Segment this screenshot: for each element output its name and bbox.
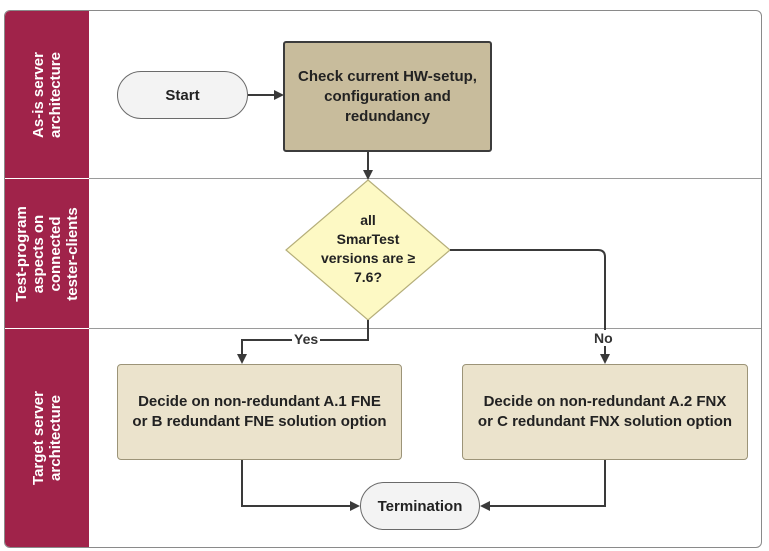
yes-label: Yes xyxy=(292,331,321,347)
edge-fne-to-termination xyxy=(241,460,360,511)
lane-divider xyxy=(5,328,89,329)
check-text-line: redundancy xyxy=(344,107,431,125)
lane-separator xyxy=(89,328,761,329)
lane-divider xyxy=(5,178,89,179)
check-hw-setup-node[interactable]: Check current HW-setup, configuration an… xyxy=(283,41,492,152)
no-label: No xyxy=(592,330,615,346)
fnx-option-node[interactable]: Decide on non-redundant A.2 FNX or C red… xyxy=(462,364,748,460)
start-node[interactable]: Start xyxy=(117,71,248,119)
lane-separator xyxy=(89,178,761,179)
check-text-line: configuration and xyxy=(324,87,451,105)
termination-node[interactable]: Termination xyxy=(360,482,480,530)
check-text-line: Check current HW-setup, xyxy=(298,67,477,85)
decision-text-line: SmarTest xyxy=(336,231,400,247)
decision-text-line: 7.6? xyxy=(353,269,382,285)
edge-fnx-to-termination xyxy=(480,460,606,511)
fne-text-line: or B redundant FNE solution option xyxy=(132,413,387,430)
edge-no xyxy=(450,249,610,364)
fne-option-node[interactable]: Decide on non-redundant A.1 FNE or B red… xyxy=(117,364,402,460)
fnx-text-line: Decide on non-redundant A.2 FNX xyxy=(483,393,727,410)
decision-text[interactable]: all SmarTest versions are ≥ 7.6? xyxy=(308,211,428,287)
decision-text-line: versions are ≥ xyxy=(320,250,416,266)
decision-text-line: all xyxy=(360,212,376,228)
fne-text-line: Decide on non-redundant A.1 FNE xyxy=(138,393,381,410)
fnx-text-line: or C redundant FNX solution option xyxy=(477,413,733,430)
